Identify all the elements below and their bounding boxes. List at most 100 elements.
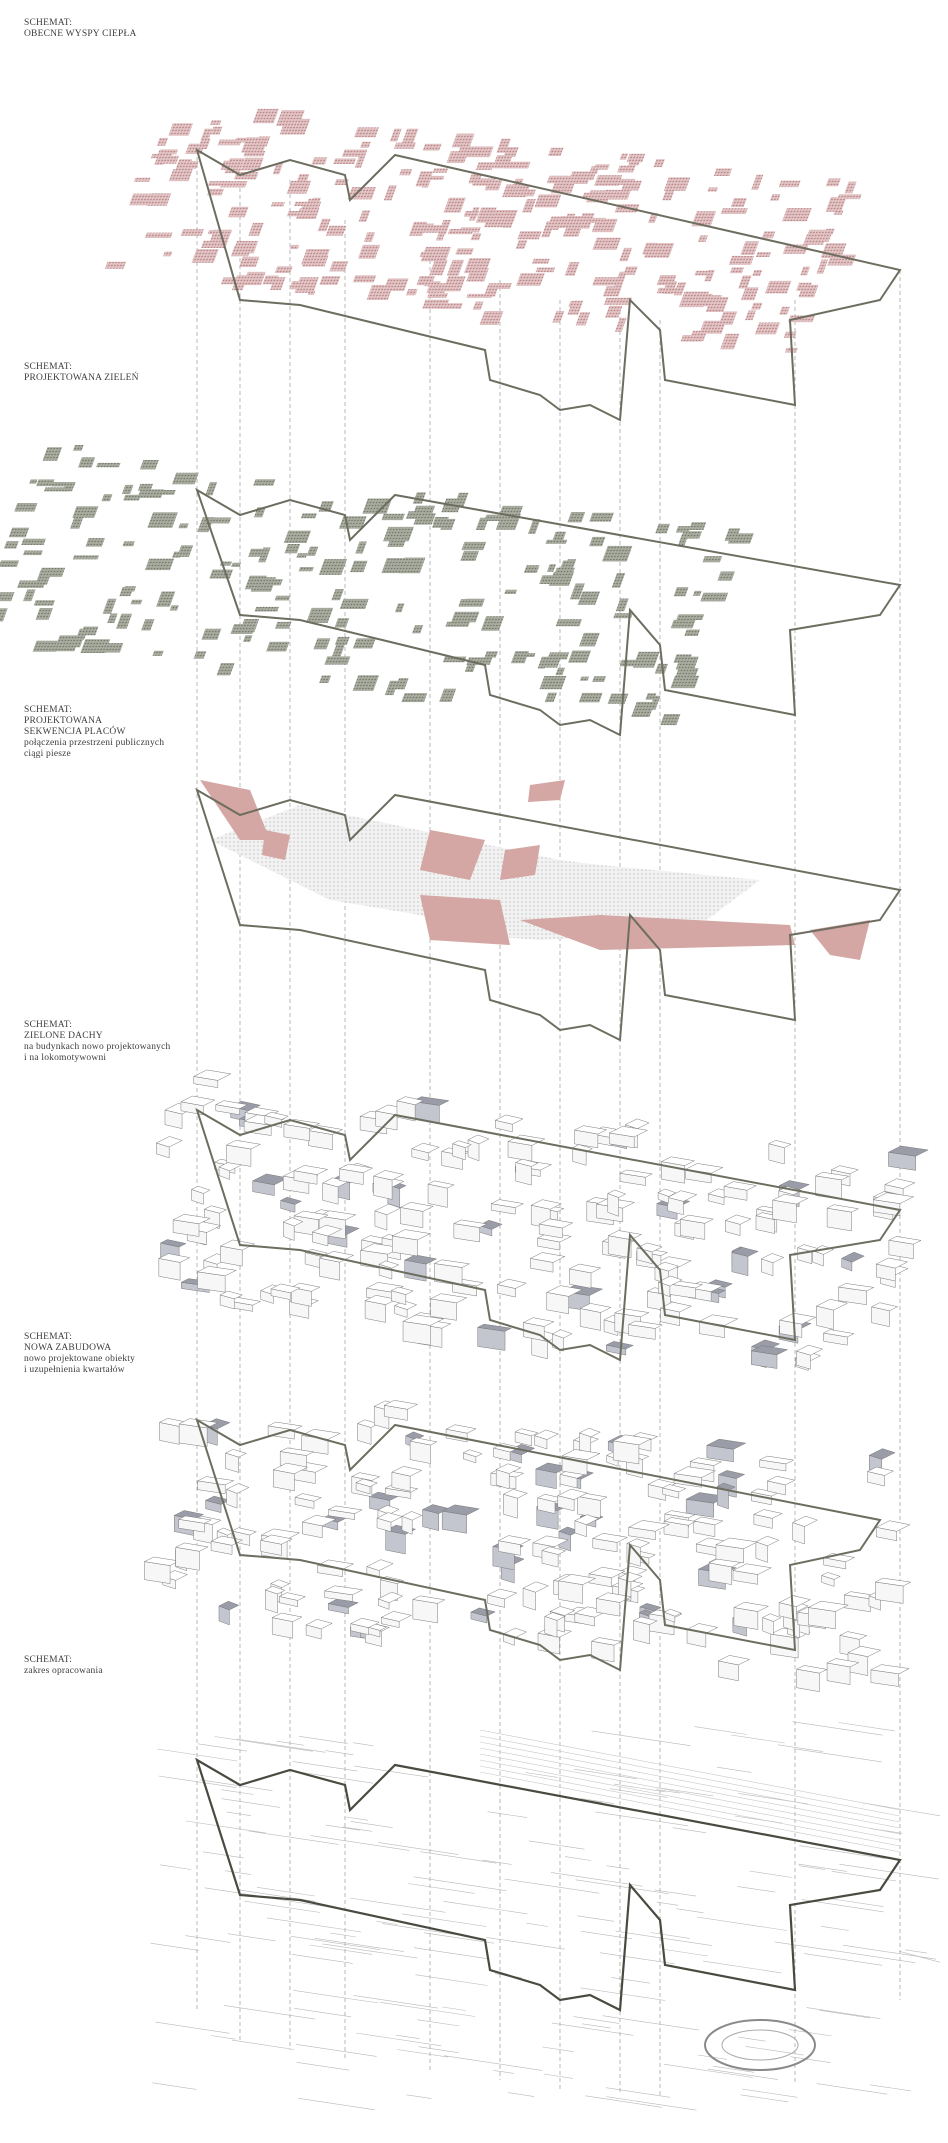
building-roof [627,1320,664,1329]
building-roof [654,1261,680,1272]
street-line [591,1730,691,1746]
layer-designed-greenery [0,445,902,737]
street-line [408,1883,475,1894]
green-patch [613,613,633,619]
heat-patch [295,208,320,219]
building-roof [380,1611,413,1622]
street-line [346,1816,369,1821]
building-roof [390,1286,414,1295]
caption-note-2: ciągi piesze [24,749,71,759]
street-line [155,2021,230,2034]
heat-patch [468,174,483,184]
green-patch [331,589,344,601]
street-line [551,2022,634,2036]
building-roof [732,1563,773,1575]
building-roof [872,1192,915,1204]
layer-new-development [143,1400,912,1692]
green-patch [119,587,134,597]
green-patch [589,512,614,522]
street-line [543,2073,573,2079]
street-line [223,2005,316,2020]
street-line [226,1811,252,1816]
green-patch [673,587,689,597]
street-line [292,1761,358,1772]
green-patch [632,651,660,668]
green-patch [567,512,586,523]
heat-patch [619,153,629,160]
green-patch [383,526,414,542]
building-roof [391,1466,423,1477]
heat-patch [515,240,528,249]
green-patch [231,562,242,567]
building-roof [544,1612,566,1621]
caption-heading-2: PROJEKTOWANA ZIELEŃ [24,373,139,383]
building-roof [755,1535,780,1547]
street-line [266,1917,362,1933]
street-line [606,2087,671,2098]
street-line [696,1916,788,1931]
green-patch [203,517,232,524]
green-patch [274,621,292,629]
street-line [322,1943,418,1959]
building-roof [574,1514,600,1525]
building-roof [595,1592,633,1603]
street-line [202,1851,244,1859]
building-roof [612,1434,652,1446]
green-patch [579,632,600,647]
building-roof [399,1202,434,1212]
street-line [214,1736,313,1752]
green-patch [152,650,164,656]
building-roof [264,1586,286,1595]
street-line [599,1952,675,1965]
street-line [420,1851,497,1864]
heat-patch [262,275,279,285]
green-patch [42,447,63,461]
heat-patch [276,110,305,126]
building-roof [411,1142,440,1153]
building-roof [557,1488,589,1500]
building-roof [875,1520,911,1532]
building-roof [866,1466,895,1476]
green-patch [116,613,133,629]
green-patch [602,545,633,562]
heat-patch [603,297,632,305]
green-patch [405,511,430,519]
green-patch [670,619,696,629]
green-patch [355,541,367,554]
heat-patch [490,210,518,224]
street-line [353,1742,374,1747]
building-roof [305,1619,333,1630]
street-line [806,2007,881,2019]
green-patch [8,527,30,538]
green-patch [145,558,175,571]
street-line [402,1913,487,1927]
street-line [664,1949,709,1957]
heat-patch [623,266,638,275]
building-roof [761,1613,782,1622]
green-patch [205,482,218,496]
layer-study-area [150,1721,941,2111]
building-roof [278,1592,307,1601]
heat-patch [586,173,596,181]
building-roof [495,1463,522,1474]
green-patch [510,651,530,664]
street-line [152,2082,197,2090]
green-patch [102,598,117,614]
heat-patch [470,233,482,241]
street-line [655,1789,680,1794]
green-patch [724,528,741,541]
caption-heading-2: NOWA ZABUDOWA [24,1343,112,1353]
green-patch [555,667,566,676]
green-patch [560,560,572,570]
building-roof [311,1224,343,1237]
green-patch [318,559,348,575]
street-line [816,2083,888,2095]
heat-patch [319,276,341,285]
building-roof [214,1100,249,1109]
street-line [325,1750,354,1756]
building-roof [210,1535,244,1546]
street-line [740,2094,789,2103]
heat-patch [824,228,835,235]
building-roof [172,1214,211,1225]
heat-patch [200,128,213,140]
